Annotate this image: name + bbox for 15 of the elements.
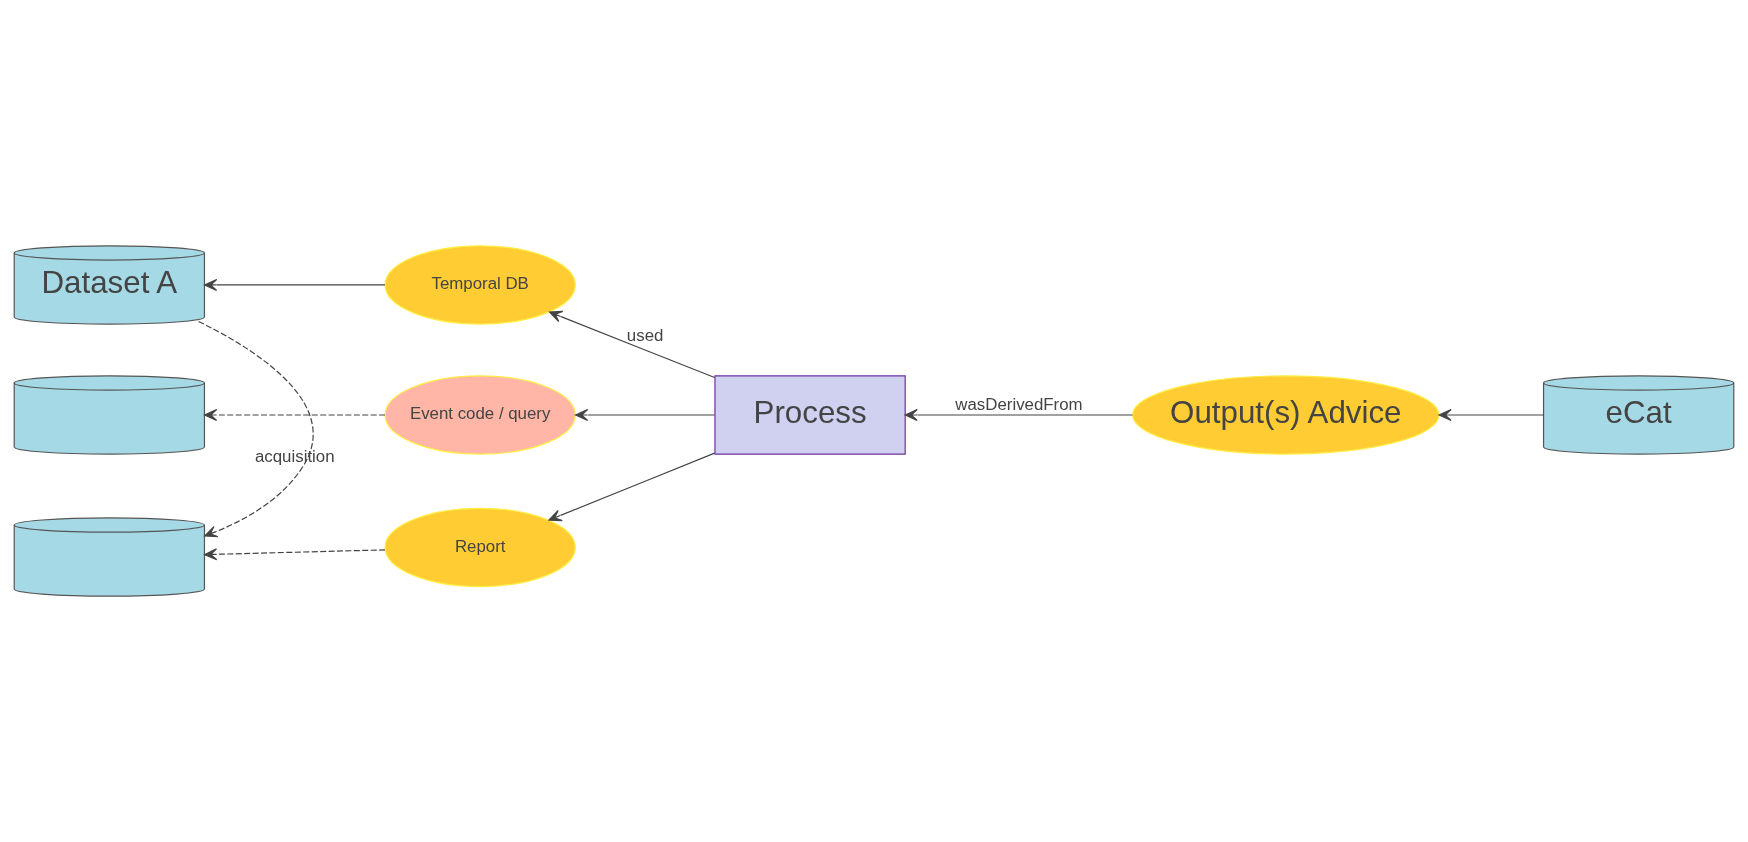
- node-ellipse: Event code / query: [384, 375, 576, 455]
- edge-label: wasDerivedFrom: [955, 395, 1083, 415]
- arrow: [204, 408, 386, 421]
- node-box: Process: [714, 375, 906, 455]
- arrow: [548, 452, 716, 522]
- edge-label: acquisition: [254, 446, 335, 466]
- arrow: [1438, 408, 1545, 421]
- arrow: [204, 278, 386, 291]
- arrow: [204, 548, 386, 561]
- arrow: [574, 408, 716, 421]
- edge-label: used: [626, 325, 664, 345]
- arrow: [197, 320, 314, 538]
- arrow: [904, 408, 1134, 421]
- arrow: [548, 310, 716, 379]
- node-ellipse: Output(s) Advice: [1132, 375, 1440, 455]
